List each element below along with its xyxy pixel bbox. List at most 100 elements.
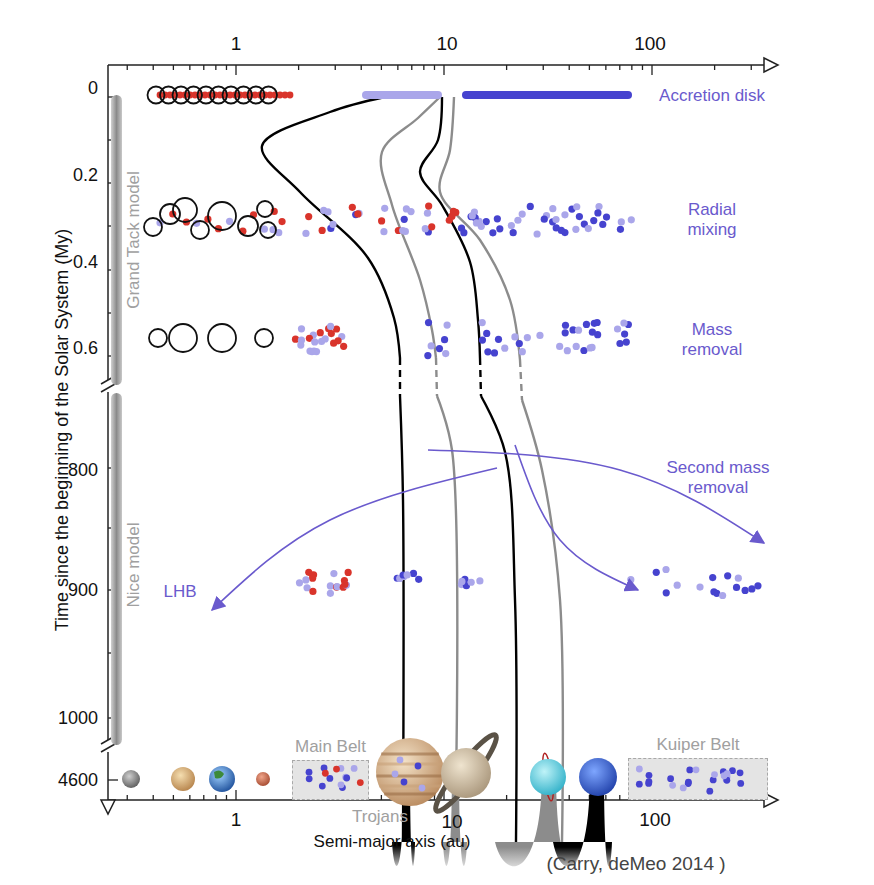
planet [579, 758, 617, 796]
axis-title: Time since the beginning of the Solar Sy… [52, 229, 73, 632]
planet [530, 759, 566, 795]
planetesimal-dot [536, 332, 543, 339]
planetesimal-dot [317, 329, 324, 336]
axis-break [101, 744, 115, 752]
planet [209, 766, 235, 792]
planetesimal-dot [278, 218, 285, 225]
axis-tick [298, 65, 299, 70]
planetesimal-dot [663, 589, 670, 596]
planetesimal-dot [478, 223, 485, 230]
stage-label: Second mass removal [658, 458, 778, 497]
embryo-circle [208, 324, 236, 352]
planetesimal-dot [552, 216, 559, 223]
embryo-circle [255, 329, 273, 347]
trojan-dot [415, 763, 422, 770]
axis-tick [423, 65, 424, 70]
embryo-circle [149, 329, 167, 347]
belt-dot [306, 775, 313, 782]
planetesimal-dot [422, 225, 429, 232]
planetesimal-dot [614, 325, 621, 332]
planetesimal-dot [333, 583, 340, 590]
planetesimal-dot [594, 209, 601, 216]
planetesimal-dot [297, 342, 304, 349]
planet-band [381, 753, 439, 756]
planetesimal-dot [340, 343, 347, 350]
planetesimal-dot [618, 218, 625, 225]
planet-ring [429, 730, 502, 817]
axis-tick [751, 65, 752, 70]
planetesimal-dot [588, 344, 595, 351]
planet-detail [214, 770, 224, 778]
planet [122, 770, 140, 788]
axis-tick-label: 1 [231, 33, 242, 55]
axis-tick [605, 65, 606, 70]
planetesimal-dot [561, 211, 568, 218]
planetesimal-dot [442, 350, 449, 357]
embryo-circle [191, 221, 209, 239]
axis-tick [397, 65, 398, 70]
planetesimal-dot [573, 203, 580, 210]
planetesimal-dot [628, 216, 635, 223]
belt-dot [636, 781, 643, 788]
axis-break [101, 384, 115, 392]
model-bar [111, 95, 122, 385]
planetesimal-dot [575, 327, 582, 334]
belt-dot [646, 778, 653, 785]
planetesimal-dot [261, 226, 268, 233]
planetesimal-dot [496, 225, 503, 232]
planetesimal-dot [296, 579, 303, 586]
belt-dot [669, 782, 676, 789]
planetesimal-dot [302, 576, 309, 583]
citation: (Carry, deMeo 2014 ) [546, 853, 725, 875]
planetesimal-dot [479, 336, 486, 343]
planetesimal-dot [594, 331, 601, 338]
planetesimal-dot [623, 338, 630, 345]
axis-tick-label: 1 [231, 809, 242, 831]
belt-dot [333, 766, 340, 773]
axis-tick [619, 795, 620, 800]
axis-tick [543, 65, 544, 70]
planetesimal-dot [327, 590, 334, 597]
planetesimal-dot [595, 203, 602, 210]
axis-tick-label: 10 [436, 33, 457, 55]
planetesimal-dot [724, 572, 731, 579]
belt-dot [711, 771, 718, 778]
axis-tick [226, 65, 227, 70]
embryo-circle [208, 202, 236, 230]
planetesimal-dot [662, 566, 669, 573]
embryo-circle [260, 87, 277, 104]
planetesimal-dot [524, 334, 531, 341]
belt-dots [293, 761, 367, 798]
planetesimal-dot [516, 340, 523, 347]
planetesimal-dot [407, 208, 414, 215]
axis-tick [127, 795, 128, 800]
axis-tick-label: 100 [639, 809, 671, 831]
belt-dot [686, 766, 693, 773]
planetesimal-dot [653, 569, 660, 576]
axis-line [107, 752, 109, 800]
planetesimal-dot [709, 574, 716, 581]
planet-track-gap [520, 360, 522, 400]
planetesimal-dot [381, 205, 388, 212]
axis-tick [434, 65, 435, 70]
planetesimal-dot [508, 222, 515, 229]
planetesimal-dot [576, 213, 583, 220]
axis-tick-label: 1000 [58, 708, 98, 729]
belt-dot [667, 775, 674, 782]
planetesimal-dot [305, 213, 312, 220]
planetesimal-dot [494, 215, 501, 222]
planet [441, 748, 491, 798]
belt-dot [343, 775, 350, 782]
planetesimal-dot [226, 218, 233, 225]
stage-label: Trojans [352, 807, 408, 827]
axis-tick [153, 65, 154, 70]
planetesimal-dot [319, 227, 326, 234]
planetesimal-dot [410, 570, 417, 577]
belt-dot [351, 765, 358, 772]
axis-tick-label: 900 [68, 580, 98, 601]
planet-band [384, 793, 436, 796]
planetesimal-dot [287, 92, 294, 99]
planetesimal-dot [425, 202, 432, 209]
planetesimal-dot [428, 342, 435, 349]
